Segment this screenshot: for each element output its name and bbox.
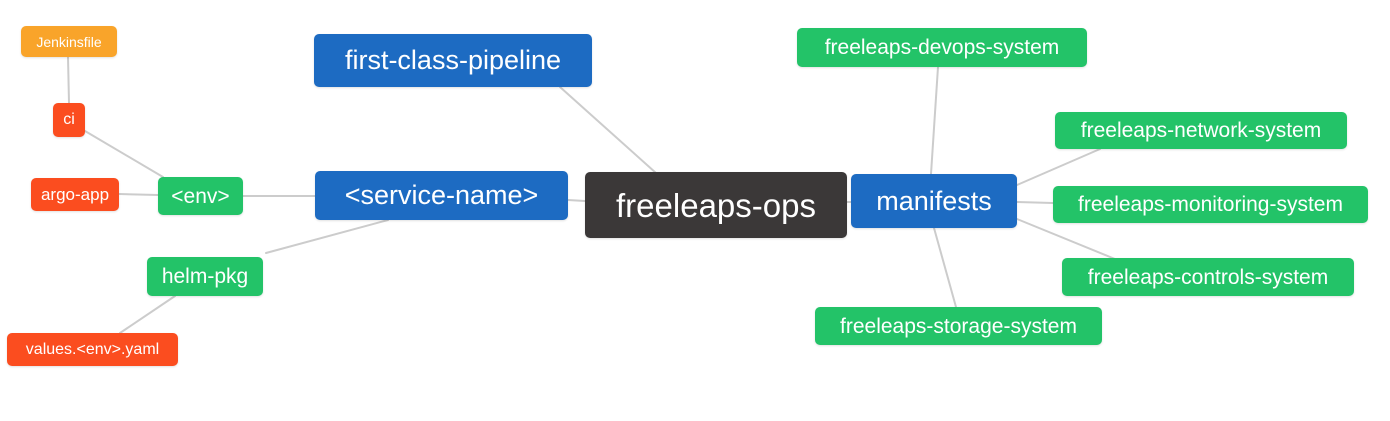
node-freeleaps-devops-system[interactable]: freeleaps-devops-system <box>797 28 1087 67</box>
node-freeleaps-controls-system[interactable]: freeleaps-controls-system <box>1062 258 1354 296</box>
node-label: manifests <box>876 185 992 216</box>
node-label: first-class-pipeline <box>344 45 562 75</box>
node-argo-app[interactable]: argo-app <box>31 178 119 211</box>
node-helm-pkg[interactable]: helm-pkg <box>147 257 263 296</box>
edge-helm-pkg--service-name <box>265 219 389 254</box>
edge-manifests--freeleaps-controls-system <box>1016 218 1116 260</box>
node-label: Jenkinsfile <box>36 33 102 50</box>
edge-manifests--freeleaps-network-system <box>1016 148 1101 186</box>
node-service-name[interactable]: <service-name> <box>315 171 568 220</box>
node-jenkinsfile[interactable]: Jenkinsfile <box>21 26 117 57</box>
node-label: argo-app <box>40 185 110 204</box>
node-env[interactable]: <env> <box>158 177 243 215</box>
node-label: ci <box>63 111 75 128</box>
edge-manifests--freeleaps-storage-system <box>933 227 957 308</box>
node-ci[interactable]: ci <box>53 103 85 137</box>
node-first-class-pipeline[interactable]: first-class-pipeline <box>314 34 592 87</box>
node-label: helm-pkg <box>161 265 249 288</box>
edge-manifests--freeleaps-devops-system <box>930 66 939 175</box>
node-label: freeleaps-devops-system <box>824 36 1060 59</box>
edge-manifests--freeleaps-monitoring-system <box>1016 201 1054 204</box>
edge-argo-app--env <box>118 193 159 196</box>
node-freeleaps-ops[interactable]: freeleaps-ops <box>585 172 847 238</box>
node-label: <env> <box>171 184 230 208</box>
node-label: freeleaps-controls-system <box>1087 265 1329 289</box>
node-label: freeleaps-monitoring-system <box>1078 193 1343 216</box>
node-label: freeleaps-ops <box>616 186 816 224</box>
node-freeleaps-storage-system[interactable]: freeleaps-storage-system <box>815 307 1102 345</box>
edge-first-class-pipeline--freeleaps-ops <box>559 86 657 174</box>
node-label: <service-name> <box>344 180 539 210</box>
edge-ci--env <box>84 130 164 178</box>
node-freeleaps-monitoring-system[interactable]: freeleaps-monitoring-system <box>1053 186 1368 223</box>
node-values-env-yaml[interactable]: values.<env>.yaml <box>7 333 178 366</box>
node-manifests[interactable]: manifests <box>851 174 1017 228</box>
node-freeleaps-network-system[interactable]: freeleaps-network-system <box>1055 112 1347 149</box>
edge-values-env-yaml--helm-pkg <box>119 295 176 334</box>
edge-service-name--freeleaps-ops <box>567 199 586 202</box>
node-label: values.<env>.yaml <box>25 340 160 358</box>
node-label: freeleaps-network-system <box>1080 119 1322 142</box>
node-label: freeleaps-storage-system <box>840 314 1077 338</box>
edge-jenkinsfile--ci <box>67 56 70 104</box>
